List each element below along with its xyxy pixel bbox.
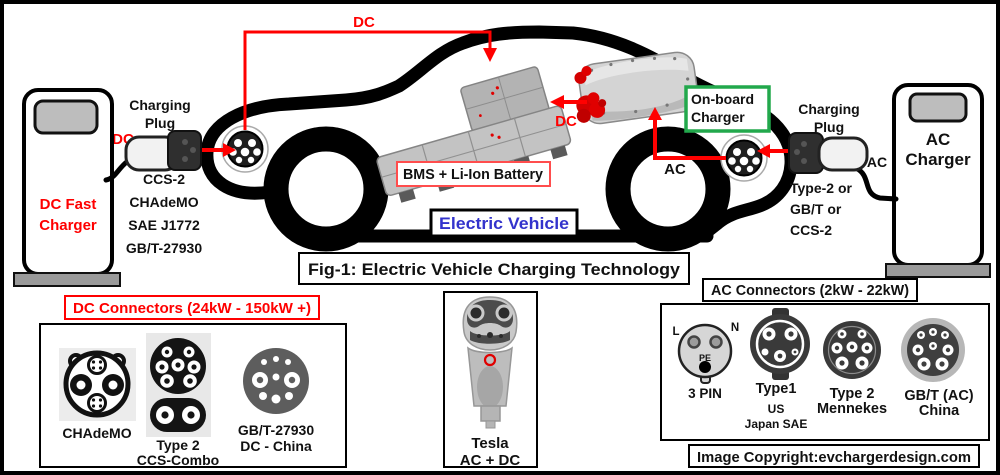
left-charging-plug <box>124 130 202 172</box>
tesla-sublabel: AC + DC <box>460 452 521 469</box>
ac-label-right: AC <box>867 154 887 170</box>
left-standard-ccs2: CCS-2 <box>143 171 185 187</box>
gbt-ac-sublabel: China <box>919 403 960 419</box>
station-base <box>13 272 121 287</box>
type1-connector: Type1 US Japan SAE <box>745 308 810 431</box>
gbt-dc-sublabel: DC - China <box>240 438 312 454</box>
dc-motor-arrow <box>550 95 587 109</box>
rear-wheel <box>605 126 731 252</box>
right-plug-label-line1: Charging <box>798 101 859 117</box>
dc-route-top <box>243 30 492 130</box>
tesla-label: Tesla <box>471 435 509 452</box>
tesla-connector <box>462 296 518 429</box>
left-standard-chademo: CHAdeMO <box>129 194 198 210</box>
dc-arrow-into-battery <box>483 48 497 62</box>
onboard-charger-box: On-board Charger <box>684 85 771 133</box>
station-screen <box>908 92 968 123</box>
figure-title: Fig-1: Electric Vehicle Charging Technol… <box>308 260 681 279</box>
n-mark: N <box>731 322 739 334</box>
ac-connectors-title: AC Connectors (2kW - 22kW) <box>711 283 909 299</box>
copyright-text: Image Copyright:evchargerdesign.com <box>697 449 971 466</box>
type2-label: Type 2 <box>830 386 875 402</box>
three-pin-label: 3 PIN <box>688 386 722 401</box>
left-plug-label-line1: Charging <box>129 97 190 113</box>
l-mark: L <box>672 326 679 338</box>
type2-sublabel: Mennekes <box>817 401 887 417</box>
ac-station-name-line1: AC <box>926 130 951 149</box>
left-plug-label-line2: Plug <box>145 115 175 131</box>
three-pin-connector: PE L N 3 PIN <box>672 322 739 401</box>
dc-connectors-title: DC Connectors (24kW - 150kW +) <box>73 300 311 317</box>
gbt-ac-connector: GB/T (AC) China <box>901 318 974 419</box>
chademo-connector: CHAdeMO <box>59 348 136 441</box>
pe-mark: PE <box>699 353 711 363</box>
vehicle-label: Electric Vehicle <box>439 215 569 233</box>
chademo-label: CHAdeMO <box>62 425 131 441</box>
tesla-button <box>483 353 497 367</box>
ac-label-inner: AC <box>664 161 686 178</box>
gbt-dc-label: GB/T-27930 <box>238 422 314 438</box>
right-plug-label-line2: Plug <box>814 119 844 135</box>
dc-label-top: DC <box>353 14 375 31</box>
bms-box: BMS + Li-Ion Battery <box>396 161 551 187</box>
ac-connectors-panel: AC Connectors (2kW - 22kW) PE L N 3 PIN … <box>660 278 990 441</box>
tesla-panel: Tesla AC + DC <box>443 291 538 469</box>
dc-connectors-panel: DC Connectors (24kW - 150kW +) CHAdeMO <box>39 295 347 468</box>
type2-connector: Type 2 Mennekes <box>817 321 887 417</box>
right-standard-gbt: GB/T or <box>790 201 842 217</box>
type1-sublabel2: Japan SAE <box>745 417 808 431</box>
left-standard-gbt: GB/T-27930 <box>126 240 202 256</box>
ac-charger-station: AC Charger <box>885 83 991 278</box>
drive-motor <box>574 51 699 125</box>
right-standard-ccs2: CCS-2 <box>790 222 832 238</box>
ev-charging-diagram: DC DC DC AC AC BMS + Li-Ion Battery Elec… <box>13 14 991 469</box>
dc-fast-charger-station: DC Fast Charger <box>13 88 121 287</box>
gbt-dc-connector: GB/T-27930 DC - China <box>238 348 314 454</box>
front-wheel <box>263 126 389 252</box>
ac-route-inner <box>648 107 726 160</box>
type1-label: Type1 <box>756 381 797 397</box>
dc-station-name-line1: DC Fast <box>40 196 97 213</box>
right-cable <box>853 165 899 202</box>
right-standard-type2: Type-2 or <box>790 180 853 196</box>
front-charge-port <box>221 125 269 173</box>
rear-charge-port <box>720 134 768 182</box>
ac-station-name-line2: Charger <box>905 150 971 169</box>
onboard-charger-line2: Charger <box>691 109 745 125</box>
left-standard-sae: SAE J1772 <box>128 217 200 233</box>
station-base <box>885 263 991 278</box>
ccs-combo-sublabel: CCS-Combo <box>137 452 219 468</box>
ccs-combo-connector: Type 2 CCS-Combo <box>137 333 219 468</box>
dc-station-name-line2: Charger <box>39 217 97 234</box>
gbt-ac-label: GB/T (AC) <box>904 388 973 404</box>
onboard-charger-line1: On-board <box>691 91 754 107</box>
station-screen <box>33 99 99 135</box>
dc-label-motor: DC <box>555 113 577 130</box>
vehicle-label-box: Electric Vehicle <box>429 208 579 238</box>
right-charging-plug <box>788 132 869 174</box>
copyright-box: Image Copyright:evchargerdesign.com <box>688 444 980 468</box>
type1-sublabel1: US <box>768 402 785 416</box>
figure-title-box: Fig-1: Electric Vehicle Charging Technol… <box>298 252 690 285</box>
bms-label: BMS + Li-Ion Battery <box>403 166 544 183</box>
ccs-combo-label: Type 2 <box>156 437 200 453</box>
